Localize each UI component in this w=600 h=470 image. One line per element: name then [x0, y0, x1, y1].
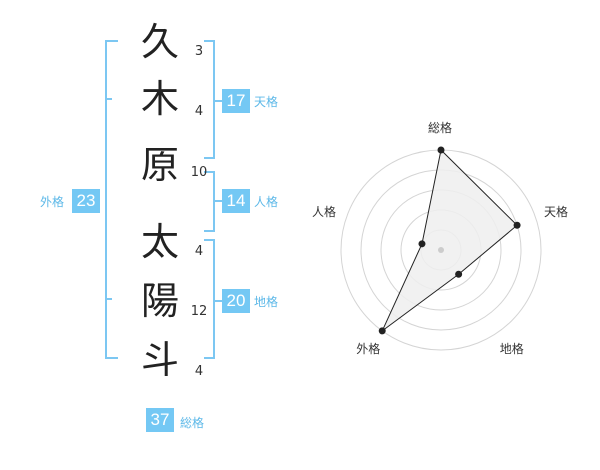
- stroke-count-1: 3: [194, 44, 204, 59]
- tenkaku-label: 天格: [254, 95, 279, 109]
- gaikaku-label: 外格: [40, 195, 65, 209]
- radar-point-2: [513, 221, 521, 229]
- stroke-count-6: 4: [194, 364, 204, 379]
- chikaku-bracket: [204, 239, 215, 359]
- radar-axis-label-3: 地格: [499, 341, 524, 356]
- stroke-count-3: 10: [190, 165, 208, 180]
- radar-point-1: [437, 146, 445, 154]
- radar-center: [438, 247, 444, 253]
- radar-axis-label-5: 人格: [311, 205, 336, 220]
- jinkaku-label: 人格: [254, 195, 279, 209]
- tenkaku-bracket: [204, 40, 215, 159]
- stroke-count-4: 4: [194, 244, 204, 259]
- radar-axis-label-2: 天格: [544, 205, 569, 220]
- soukaku-label: 総格: [180, 416, 205, 430]
- name-char-4: 太: [140, 220, 179, 264]
- radar-point-5: [418, 240, 426, 248]
- name-char-2: 木: [140, 77, 179, 121]
- name-char-5: 陽: [140, 279, 179, 323]
- soukaku-value: 37: [146, 408, 174, 432]
- gaikaku-value: 23: [72, 189, 100, 213]
- radar-point-3: [455, 270, 463, 278]
- name-char-6: 斗: [140, 338, 179, 382]
- radar-polygon: [381, 148, 518, 332]
- stroke-count-5: 12: [190, 304, 208, 319]
- chikaku-label: 地格: [254, 295, 279, 309]
- radar-axis-label-1: 総格: [428, 121, 453, 135]
- chikaku-value: 20: [222, 289, 250, 313]
- stroke-count-2: 4: [194, 104, 204, 119]
- radar-point-4: [378, 327, 386, 335]
- name-char-1: 久: [140, 20, 179, 64]
- radar-axis-label-4: 外格: [356, 341, 381, 356]
- jinkaku-value: 14: [222, 189, 250, 213]
- name-char-3: 原: [140, 143, 179, 187]
- gaikaku-bracket: [105, 40, 118, 359]
- tenkaku-value: 17: [222, 89, 250, 113]
